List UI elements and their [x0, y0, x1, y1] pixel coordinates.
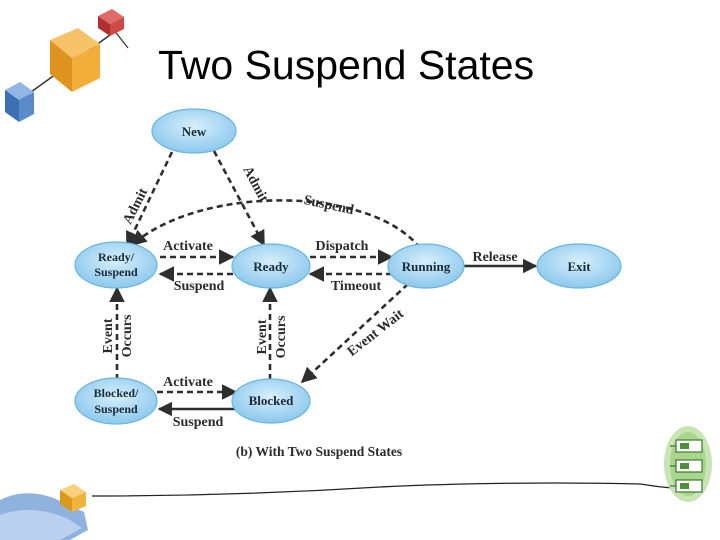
arrow-suspend-running-to-ready-suspend	[130, 199, 422, 249]
label-event-occurs-mid-2: Occurs	[274, 315, 289, 358]
label-event-occurs-mid-1: Event	[255, 319, 270, 354]
state-running-label: Running	[402, 259, 451, 274]
label-timeout: Timeout	[331, 279, 382, 294]
state-ready-suspend: Ready/ Suspend	[74, 241, 158, 289]
label-event-occurs-left-1: Event	[101, 318, 116, 353]
state-exit-label: Exit	[567, 259, 591, 274]
label-event-occurs-left-2: Occurs	[120, 314, 135, 357]
diagram-caption: (b) With Two Suspend States	[236, 444, 402, 459]
stacked-green-blocks-clipart	[664, 426, 712, 502]
label-admit-right: Admit	[240, 164, 271, 205]
label-activate-blocked: Activate	[163, 375, 213, 390]
red-cube-icon	[98, 9, 124, 36]
transitions	[109, 150, 422, 400]
decorative-line	[91, 482, 677, 497]
state-blocked: Blocked	[231, 378, 311, 424]
flying-cubes-clipart	[5, 9, 129, 122]
state-blocked-suspend-label-2: Suspend	[94, 402, 138, 416]
hand-holding-cube-clipart	[0, 484, 88, 540]
state-blocked-suspend-label-1: Blocked/	[94, 386, 139, 400]
state-new: New	[151, 108, 237, 154]
blue-cube-icon	[5, 82, 34, 122]
state-exit: Exit	[536, 243, 622, 289]
label-admit-left: Admit	[121, 186, 152, 227]
state-new-label: New	[182, 124, 207, 139]
arrow-admit-to-ready	[212, 150, 266, 247]
slide-title: Two Suspend States	[158, 42, 535, 88]
state-ready: Ready	[231, 243, 311, 289]
state-ready-suspend-label-1: Ready/	[98, 250, 135, 264]
state-ready-suspend-label-2: Suspend	[94, 265, 138, 279]
state-running: Running	[387, 243, 465, 289]
label-suspend-ready: Suspend	[174, 279, 225, 294]
orange-cube-icon	[50, 28, 100, 92]
label-activate-ready: Activate	[163, 239, 213, 254]
arrow-event-wait	[300, 283, 409, 384]
label-dispatch: Dispatch	[316, 239, 369, 254]
label-release: Release	[472, 250, 517, 265]
state-ready-label: Ready	[253, 259, 289, 274]
label-suspend-blocked: Suspend	[173, 415, 224, 430]
state-blocked-suspend: Blocked/ Suspend	[74, 377, 158, 425]
label-suspend-running: Suspend	[302, 193, 355, 218]
arrow-admit-to-ready-suspend	[125, 151, 174, 248]
state-blocked-label: Blocked	[249, 393, 295, 408]
